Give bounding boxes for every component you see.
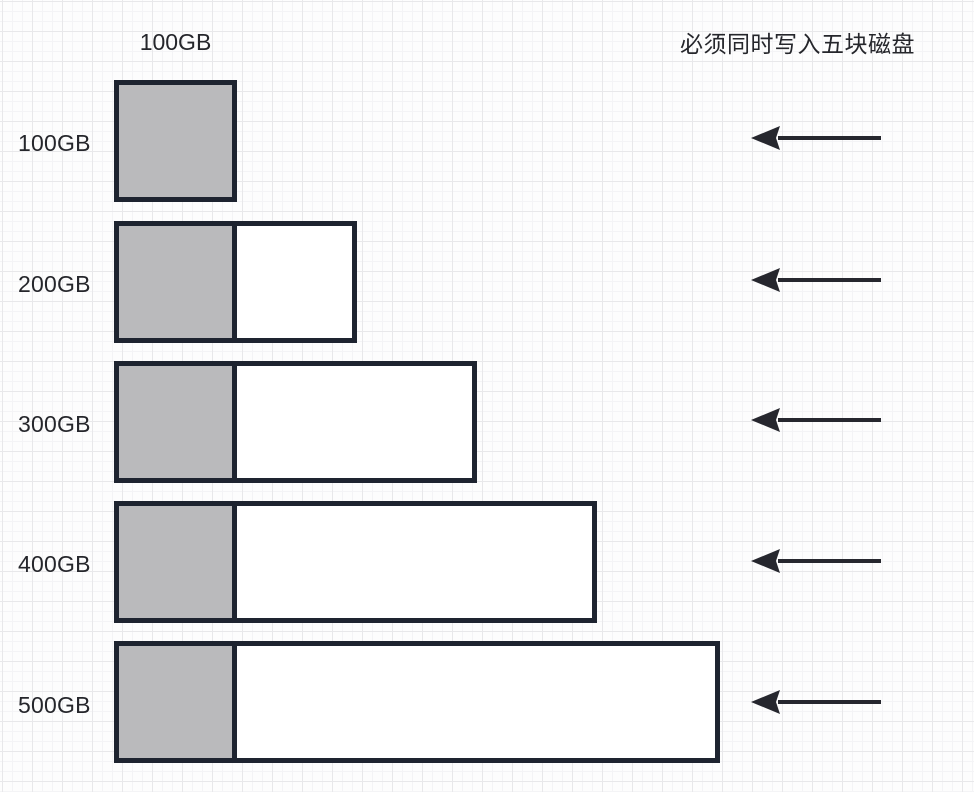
bar-segment-free [237, 506, 592, 618]
bar-row[interactable] [114, 641, 720, 763]
bar-segment-used [119, 366, 237, 478]
bar-segment-used [119, 85, 232, 197]
bar-row[interactable] [114, 80, 237, 202]
arrow-left-icon [750, 546, 882, 576]
arrow-left-icon [750, 687, 882, 717]
row-label-100gb: 100GB [18, 130, 91, 156]
bar-segment-used [119, 226, 237, 338]
bar-row[interactable] [114, 501, 597, 623]
row-label-300gb: 300GB [18, 411, 91, 437]
row-label-400gb: 400GB [18, 551, 91, 577]
segment-unit-label: 100GB [139, 29, 212, 55]
bar-segment-used [119, 506, 237, 618]
bar-segment-free [237, 226, 352, 338]
row-label-500gb: 500GB [18, 692, 91, 718]
arrow-left-icon [750, 265, 882, 295]
bar-row[interactable] [114, 361, 477, 483]
arrow-left-icon [750, 405, 882, 435]
annotation-note: 必须同时写入五块磁盘 [680, 31, 915, 57]
row-label-200gb: 200GB [18, 271, 91, 297]
arrow-left-icon [750, 123, 882, 153]
bar-segment-free [237, 646, 715, 758]
bar-segment-used [119, 646, 237, 758]
bar-row[interactable] [114, 221, 357, 343]
bar-segment-free [237, 366, 472, 478]
